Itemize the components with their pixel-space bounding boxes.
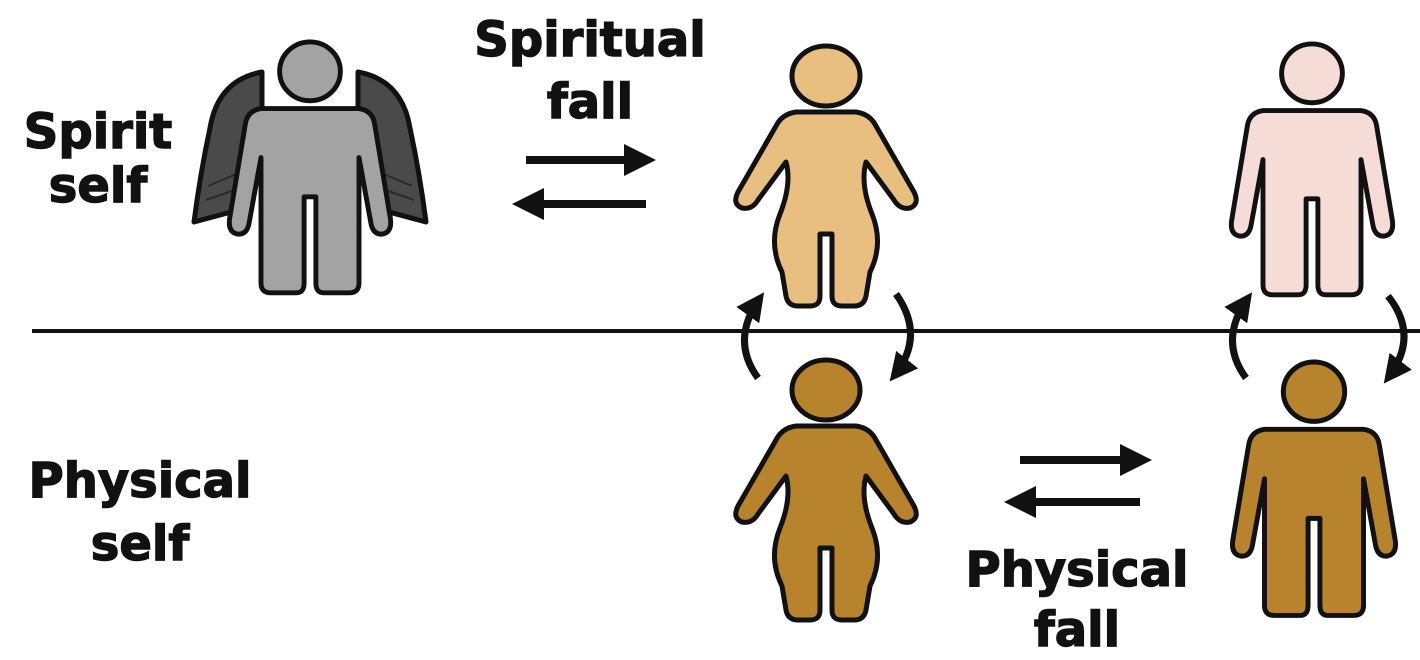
spirit-man-figure — [1231, 44, 1392, 295]
physical-self-label-line1: Physical — [29, 453, 252, 509]
spiritual-fall-label-line1: Spiritual — [474, 12, 705, 68]
curved-arrow-down-icon — [894, 294, 911, 376]
spiritual-fall-label-line2: fall — [547, 74, 633, 130]
physical-self-label-line2: self — [91, 516, 191, 572]
physical-woman-figure — [736, 360, 917, 620]
curved-arrow-up-icon — [744, 298, 760, 378]
angel-figure — [194, 42, 426, 293]
curved-arrow-up-icon — [1232, 298, 1248, 378]
curved-arrow-down-icon — [1388, 296, 1404, 378]
physical-fall-label-line1: Physical — [966, 542, 1189, 598]
physical-fall-arrows — [1012, 460, 1144, 502]
physical-man-figure — [1232, 362, 1395, 615]
spirit-self-label-line2: self — [49, 158, 149, 214]
spirit-woman-figure — [736, 46, 917, 306]
spirit-self-label-line1: Spirit — [24, 104, 172, 160]
physical-fall-label-line2: fall — [1034, 602, 1120, 655]
spiritual-fall-arrows — [520, 160, 648, 204]
